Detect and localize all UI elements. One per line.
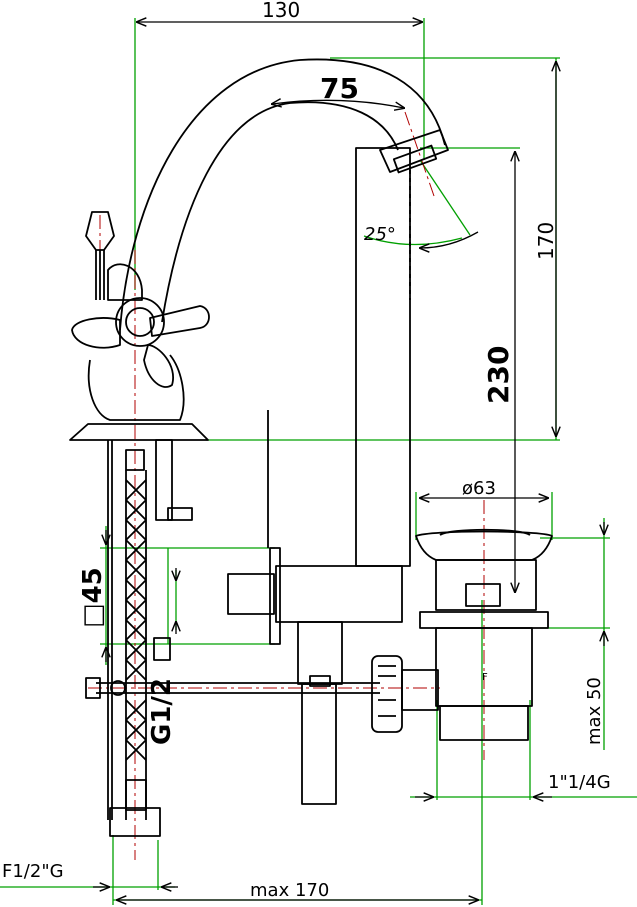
dim-spout-reach: 75 bbox=[320, 72, 359, 105]
dimension-labels: 130 75 170 230 25° ø63 □45 G1/2 max 50 1… bbox=[2, 0, 611, 901]
dim-overall-width: 130 bbox=[262, 0, 300, 22]
waste-mark-f: F bbox=[482, 672, 488, 683]
dim-max-50: max 50 bbox=[584, 677, 605, 745]
dim-spout-height: 170 bbox=[534, 222, 558, 260]
dim-waste-thread: 1"1/4G bbox=[548, 772, 611, 793]
dim-hose-thread: F1/2"G bbox=[2, 861, 64, 882]
dim-plug-diameter: ø63 bbox=[462, 478, 496, 499]
dimension-arrows bbox=[93, 22, 604, 900]
dim-swivel-angle: 25° bbox=[364, 224, 396, 245]
dim-overall-height: 230 bbox=[482, 346, 515, 404]
dim-max-170: max 170 bbox=[250, 880, 329, 901]
dim-inlet-thread: G1/2 bbox=[147, 678, 177, 745]
dimension-lines bbox=[0, 18, 637, 905]
faucet-outline: F bbox=[69, 58, 553, 837]
centerlines bbox=[88, 111, 485, 860]
dim-square-45: □45 bbox=[78, 567, 108, 628]
